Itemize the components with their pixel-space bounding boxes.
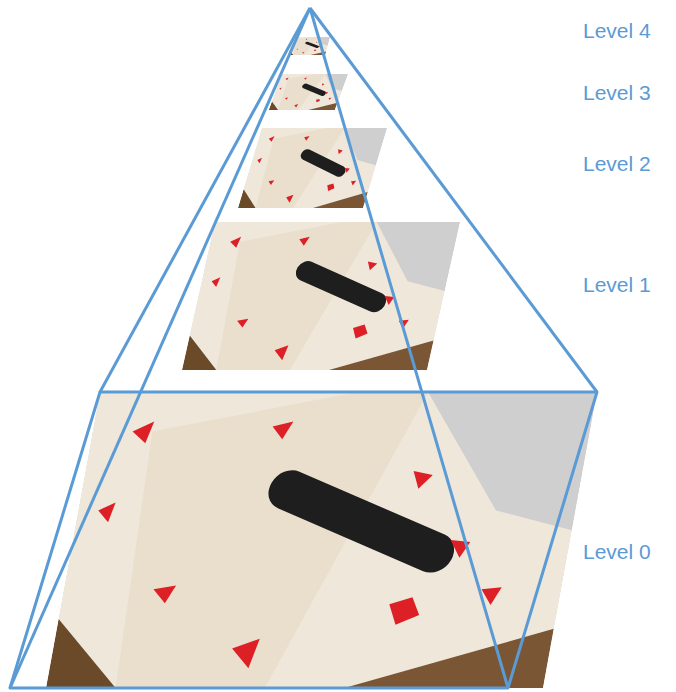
level-label: Level 4 bbox=[583, 18, 651, 43]
level-label: Level 0 bbox=[583, 539, 651, 564]
level-label: Level 2 bbox=[583, 151, 651, 176]
level-label: Level 3 bbox=[583, 80, 651, 105]
level-label: Level 1 bbox=[583, 272, 651, 297]
